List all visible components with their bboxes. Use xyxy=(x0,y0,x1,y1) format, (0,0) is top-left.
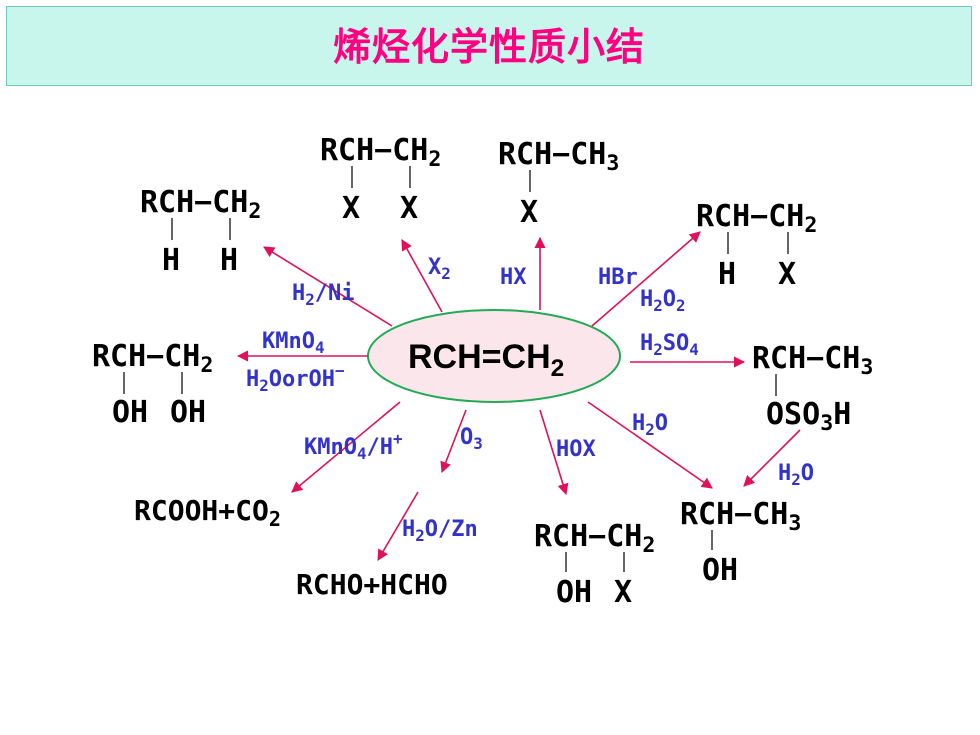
svg-text:OH: OH xyxy=(112,395,148,430)
product-anti-markovnikov: RCH−CH2 H X xyxy=(696,199,817,292)
svg-text:RCH−CH3: RCH−CH3 xyxy=(680,497,801,536)
svg-text:X: X xyxy=(614,575,632,610)
reagent-h2so4: H2SO4 xyxy=(640,331,699,359)
reagent-hox: HOX xyxy=(556,437,596,462)
reagent-h2-ni: H2/Ni xyxy=(292,281,355,309)
svg-text:RCHO+HCHO: RCHO+HCHO xyxy=(296,568,448,601)
svg-text:H: H xyxy=(162,243,180,278)
arrow-hbr xyxy=(591,231,701,327)
svg-text:RCH−CH2: RCH−CH2 xyxy=(140,185,261,224)
svg-text:X: X xyxy=(400,191,418,226)
arrow-hydrogenation xyxy=(263,246,393,327)
center-formula: RCH=CH2 xyxy=(408,338,564,382)
product-acid-co2: RCOOH+CO2 xyxy=(134,494,281,531)
svg-text:RCH−CH2: RCH−CH2 xyxy=(534,519,655,558)
product-alkane: RCH−CH2 H H xyxy=(140,185,261,278)
arrow-zn xyxy=(377,491,419,561)
svg-text:OSO3H: OSO3H xyxy=(766,397,851,436)
reagent-h2o2: H2O2 xyxy=(640,287,686,315)
reagent-h2o-hydrolysis: H2O xyxy=(778,461,814,489)
svg-text:RCH−CH2: RCH−CH2 xyxy=(92,339,213,378)
svg-text:OH: OH xyxy=(556,575,592,610)
product-alkyl-sulfate: RCH−CH3 OSO3H xyxy=(752,341,873,436)
arrow-ozone xyxy=(440,409,467,474)
svg-text:X: X xyxy=(342,191,360,226)
page-title: 烯烃化学性质小结 xyxy=(332,25,645,69)
reagent-x2: X2 xyxy=(428,255,451,283)
svg-text:OH: OH xyxy=(170,395,206,430)
svg-text:H: H xyxy=(220,243,238,278)
svg-text:X: X xyxy=(520,195,538,230)
product-alkyl-halide: RCH−CH3 X xyxy=(498,137,619,230)
svg-text:RCOOH+CO2: RCOOH+CO2 xyxy=(134,494,281,531)
arrow-hox xyxy=(539,409,569,496)
svg-text:RCH−CH2: RCH−CH2 xyxy=(696,199,817,238)
product-dihalide: RCH−CH2 X X xyxy=(320,133,441,226)
product-aldehydes: RCHO+HCHO xyxy=(296,568,448,601)
svg-text:RCH−CH3: RCH−CH3 xyxy=(498,137,619,176)
svg-text:H: H xyxy=(718,257,736,292)
reagent-hbr: HBr xyxy=(598,265,638,290)
reagent-kmno4: KMnO4 xyxy=(262,329,325,357)
arrow-cleavage xyxy=(291,401,401,493)
svg-text:OH: OH xyxy=(702,553,738,588)
title-bar: 烯烃化学性质小结 xyxy=(6,6,972,86)
product-diol: RCH−CH2 OH OH xyxy=(92,339,213,430)
svg-text:X: X xyxy=(778,257,796,292)
reagent-o3: O3 xyxy=(460,425,483,453)
product-halohydrin: RCH−CH2 OH X xyxy=(534,519,655,610)
svg-text:RCH−CH3: RCH−CH3 xyxy=(752,341,873,380)
reagent-h2o-or-oh: H2OorOH− xyxy=(246,361,345,395)
svg-text:RCH−CH2: RCH−CH2 xyxy=(320,133,441,172)
arrow-hydrolysis xyxy=(743,429,801,487)
arrow-halogen xyxy=(401,239,443,313)
product-alcohol: RCH−CH3 OH xyxy=(680,497,801,588)
reagent-h2o-hydration: H2O xyxy=(632,411,668,439)
reagent-h2o-zn: H2O/Zn xyxy=(402,517,478,545)
reagent-hx: HX xyxy=(500,265,527,290)
reagent-kmno4-h: KMnO4/H+ xyxy=(304,429,403,463)
arrow-hydration xyxy=(587,401,713,489)
